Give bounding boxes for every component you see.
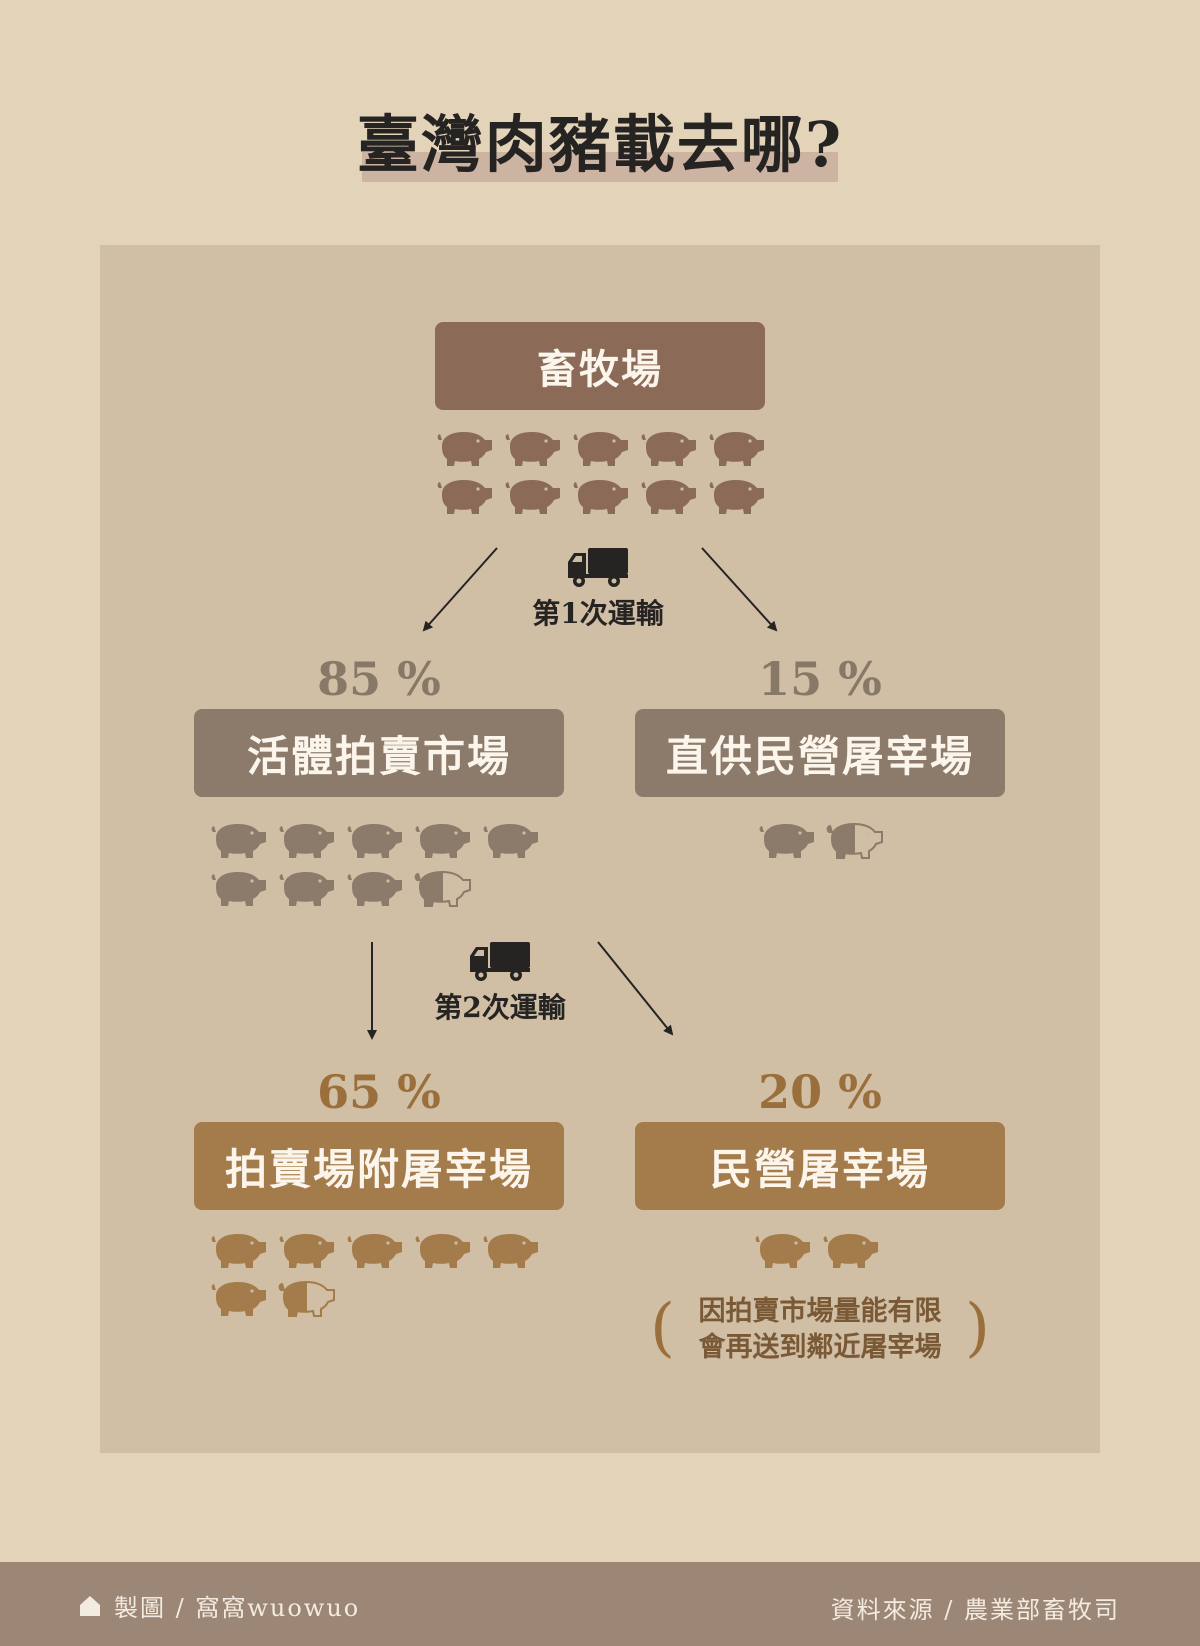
pig-icon (752, 1228, 814, 1272)
note-line-1: 因拍賣市場量能有限 (698, 1296, 942, 1327)
node-auction-slaughter: 拍賣場附屠宰場 (194, 1122, 564, 1210)
pct-direct-private: 15 % (758, 652, 882, 706)
pig-icon (434, 474, 496, 518)
pig-icon (276, 818, 338, 862)
home-icon (80, 1595, 100, 1616)
page-title: 臺灣肉豬載去哪? (356, 108, 844, 181)
pig-icon (706, 474, 768, 518)
pig-icon (638, 426, 700, 470)
title-area: 臺灣肉豬載去哪? (0, 100, 1200, 190)
pig-icon (276, 866, 338, 910)
pig-icon (276, 1228, 338, 1272)
pig-icon (412, 818, 474, 862)
capacity-note: ( 因拍賣市場量能有限 會再送到鄰近屠宰場 ) (650, 1290, 990, 1370)
pig-icon (756, 818, 818, 862)
pig-icon (208, 1276, 270, 1320)
pig-icon (638, 474, 700, 518)
pig-icon (480, 818, 542, 862)
pig-icon (434, 426, 496, 470)
node-farm: 畜牧場 (435, 322, 765, 410)
pig-icon (820, 1228, 882, 1272)
note-line-2: 會再送到鄰近屠宰場 (698, 1332, 942, 1363)
transport-first-label: 第1次運輸 (532, 597, 664, 630)
pig-icon (208, 1228, 270, 1272)
footer-credit-text: 製圖 / 窩窩wuowuo (114, 1594, 361, 1622)
transport-second-label: 第2次運輸 (434, 991, 566, 1024)
pct-live-auction: 85 % (317, 652, 441, 706)
pig-icon (344, 1228, 406, 1272)
node-direct-private: 直供民營屠宰場 (635, 709, 1005, 797)
truck-icon (468, 940, 532, 982)
pig-icon (208, 818, 270, 862)
note-text: 因拍賣市場量能有限 會再送到鄰近屠宰場 (680, 1294, 960, 1366)
pig-icon (344, 818, 406, 862)
pig-icon (480, 1228, 542, 1272)
left-paren: ( (650, 1291, 675, 1365)
pig-icon (412, 1228, 474, 1272)
footer-credit: 製圖 / 窩窩wuowuo (78, 1588, 360, 1623)
pig-icon (208, 866, 270, 910)
pig-icon (706, 426, 768, 470)
pct-private-slaughter: 20 % (758, 1065, 882, 1119)
pig-icon (570, 426, 632, 470)
truck-icon (566, 546, 630, 588)
pig-icon (276, 1276, 338, 1320)
footer-source: 資料來源 / 農業部畜牧司 (830, 1596, 1120, 1624)
title-highlight (362, 152, 838, 182)
pct-auction-slaughter: 65 % (317, 1065, 441, 1119)
right-paren: ) (965, 1291, 990, 1365)
pig-icon (502, 426, 564, 470)
pig-icon (344, 866, 406, 910)
pig-icon (570, 474, 632, 518)
node-private-slaughter: 民營屠宰場 (635, 1122, 1005, 1210)
pig-icon (502, 474, 564, 518)
pig-icon (412, 866, 474, 910)
node-live-auction: 活體拍賣市場 (194, 709, 564, 797)
footer: 製圖 / 窩窩wuowuo 資料來源 / 農業部畜牧司 (0, 1562, 1200, 1646)
pig-icon (824, 818, 886, 862)
